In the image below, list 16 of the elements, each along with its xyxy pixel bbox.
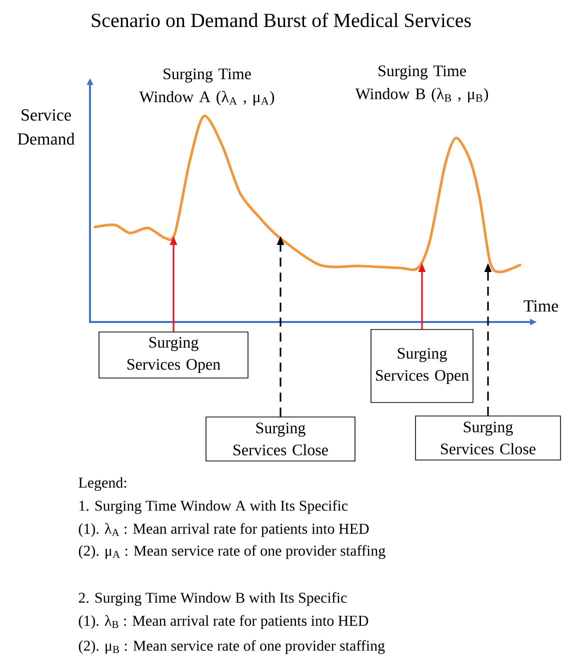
legend-text: (2). μ$_{B}$ : Mean service rate of one provider staffing	[78, 640, 385, 654]
title: Scenario on Demand Burst of Medical Services	[92, 12, 471, 28]
label-box: Surging Services Open	[98, 332, 248, 378]
label-box: Surging Services Close	[415, 416, 561, 460]
window-label: Surging Time Window B (λ$_{B}$ , μ$_{B}$)	[355, 66, 488, 102]
legend-text: (1). λ$_{B}$ : Mean arrival rate for patients into HED	[78, 615, 368, 629]
axis-label: Time	[524, 300, 558, 312]
label-box: Surging Services Open	[370, 329, 474, 403]
legend-text: 2. Surging Time Window B with Its Specific	[78, 592, 347, 606]
legend-text: Legend:	[78, 477, 126, 491]
legend-text: (1). λ$_{A}$ : Mean arrival rate for patients into HED	[78, 523, 369, 537]
legend-text: 1. Surging Time Window A with Its Specific	[80, 500, 348, 514]
axis-label: Service Demand	[18, 109, 75, 145]
legend-text: (2). μ$_{A}$ : Mean service rate of one provider staffing	[78, 545, 386, 559]
label-box: Surging Services Close	[206, 416, 356, 462]
window-label: Surging Time Window A (λ$_{A}$ , μ$_{A}$)	[139, 68, 274, 106]
